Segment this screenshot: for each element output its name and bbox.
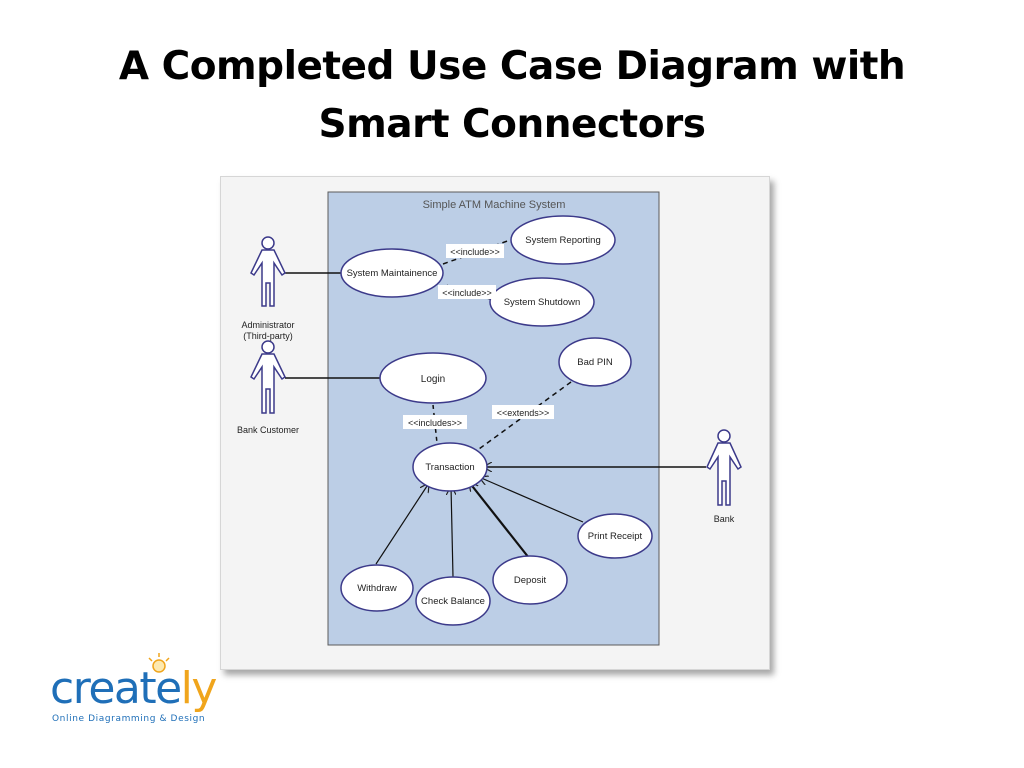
stereotype-includes-login: <<includes>> bbox=[403, 415, 467, 429]
use-case-label: System Shutdown bbox=[504, 297, 581, 308]
actor-body-icon bbox=[706, 442, 742, 506]
actor-head-icon bbox=[261, 340, 275, 354]
stereotype-label: <<extends>> bbox=[497, 408, 550, 418]
generalization-withdraw bbox=[375, 483, 429, 565]
slide-title-line-1: A Completed Use Case Diagram with bbox=[118, 44, 906, 89]
use-case-label: Deposit bbox=[514, 575, 547, 586]
logo-tagline: Online Diagramming & Design bbox=[52, 714, 206, 724]
creately-logo: creately Online Diagramming & Design bbox=[50, 652, 230, 732]
use-case-label: Check Balance bbox=[421, 596, 485, 607]
actor-bank-customer[interactable] bbox=[250, 340, 286, 414]
slide-title: A Completed Use Case Diagram with Smart … bbox=[0, 38, 1024, 154]
stereotype-label: <<includes>> bbox=[408, 418, 462, 428]
use-case-transaction[interactable]: Transaction bbox=[412, 442, 488, 492]
use-case-system-reporting[interactable]: System Reporting bbox=[510, 215, 616, 265]
use-case-bad-pin[interactable]: Bad PIN bbox=[558, 337, 632, 387]
actor-body-icon bbox=[250, 249, 286, 307]
actor-body-icon bbox=[250, 353, 286, 414]
generalization-print-receipt bbox=[479, 477, 584, 523]
use-case-label: Bad PIN bbox=[577, 357, 613, 368]
use-case-label: Login bbox=[421, 374, 445, 385]
use-case-withdraw[interactable]: Withdraw bbox=[340, 564, 414, 612]
actor-administrator-label-2: (Third-party) bbox=[243, 331, 293, 341]
use-case-deposit[interactable]: Deposit bbox=[492, 555, 568, 605]
lightbulb-icon bbox=[148, 653, 170, 673]
logo-word-main: create bbox=[50, 663, 182, 714]
use-case-system-maintainence[interactable]: System Maintainence bbox=[340, 248, 444, 298]
actor-head-icon bbox=[717, 429, 731, 443]
logo-word-accent: ly bbox=[180, 663, 218, 714]
actor-head-icon bbox=[261, 236, 275, 250]
use-case-system-shutdown[interactable]: System Shutdown bbox=[489, 277, 595, 327]
diagram-canvas: Simple ATM Machine System System Maintai… bbox=[237, 191, 742, 646]
stereotype-label: <<include>> bbox=[442, 288, 492, 298]
use-case-label: Transaction bbox=[425, 462, 474, 473]
system-title: Simple ATM Machine System bbox=[423, 199, 566, 211]
slide-title-line-2: Smart Connectors bbox=[318, 102, 706, 147]
use-case-label: Print Receipt bbox=[588, 531, 643, 542]
use-case-login[interactable]: Login bbox=[379, 352, 487, 404]
actor-administrator[interactable] bbox=[250, 236, 286, 307]
actor-administrator-label-1: Administrator bbox=[241, 320, 294, 330]
use-case-label: System Maintainence bbox=[347, 268, 438, 279]
actor-bank[interactable] bbox=[706, 429, 742, 506]
logo-wordmark: creately bbox=[50, 663, 218, 714]
stereotype-include-shutdown: <<include>> bbox=[438, 285, 496, 299]
stereotype-extends-bad-pin: <<extends>> bbox=[492, 405, 554, 419]
use-case-label: System Reporting bbox=[525, 235, 601, 246]
use-case-print-receipt[interactable]: Print Receipt bbox=[577, 513, 653, 559]
actor-bank-label: Bank bbox=[714, 514, 735, 524]
use-case-label: Withdraw bbox=[357, 583, 397, 594]
use-case-diagram: Simple ATM Machine System System Maintai… bbox=[220, 176, 770, 670]
actor-bank-customer-label: Bank Customer bbox=[237, 425, 299, 435]
stereotype-label: <<include>> bbox=[450, 247, 500, 257]
stereotype-include-reporting: <<include>> bbox=[446, 244, 504, 258]
generalization-deposit bbox=[468, 482, 530, 559]
generalization-check-balance bbox=[451, 486, 453, 578]
use-case-check-balance[interactable]: Check Balance bbox=[415, 576, 491, 626]
